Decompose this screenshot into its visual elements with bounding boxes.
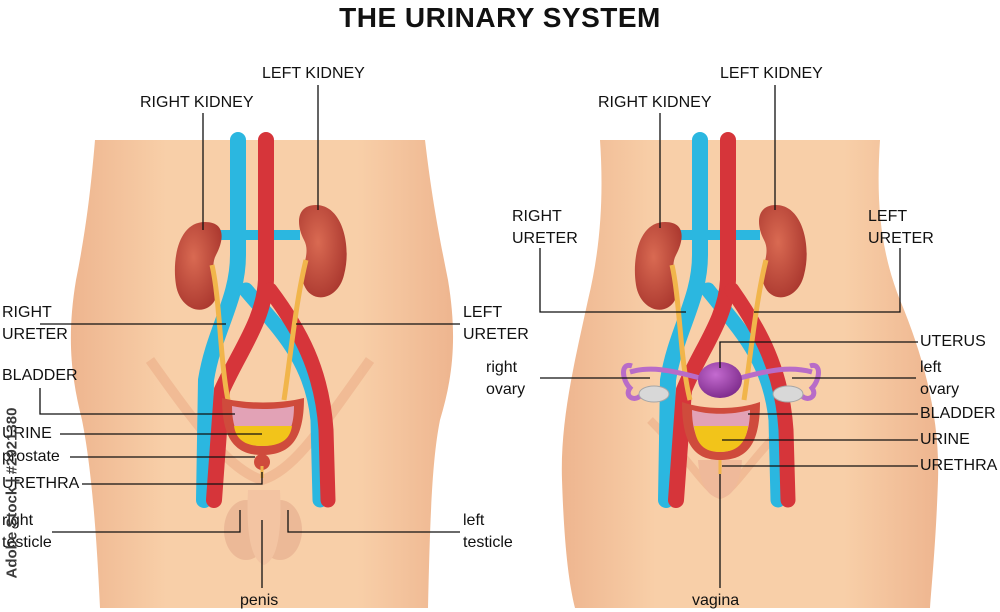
label-f-bladder: BLADDER bbox=[920, 405, 996, 422]
female-left-ovary bbox=[772, 385, 804, 403]
label-m-left-testicle: left testicle bbox=[463, 510, 513, 554]
female-right-ovary bbox=[638, 385, 670, 403]
label-f-right-kidney: RIGHT KIDNEY bbox=[598, 94, 712, 111]
leader-m-urethra bbox=[82, 472, 263, 485]
label-f-left-ovary: left ovary bbox=[920, 357, 959, 401]
leader-m-bladder bbox=[39, 388, 235, 415]
male-left-ureter bbox=[281, 259, 309, 401]
male-penis bbox=[247, 490, 281, 565]
label-f-left-ureter: LEFT URETER bbox=[868, 206, 934, 250]
female-right-ureter bbox=[669, 264, 693, 401]
female-uterus bbox=[698, 362, 742, 398]
female-left-fallopian-tube bbox=[739, 366, 813, 381]
female-right-kidney bbox=[634, 222, 682, 310]
leader-f-left-ureter bbox=[754, 248, 901, 313]
label-m-urethra: URETHRA bbox=[2, 475, 80, 492]
label-f-left-ureter-line1: LEFT bbox=[868, 208, 908, 225]
male-artery-left-branch bbox=[262, 282, 336, 508]
label-m-left-testicle-line2: testicle bbox=[463, 534, 513, 551]
label-m-right-testicle-line1: right bbox=[2, 512, 34, 529]
label-m-left-ureter-line2: URETER bbox=[463, 326, 529, 343]
leader-m-left-testicle bbox=[287, 510, 460, 533]
female-left-kidney bbox=[759, 205, 807, 298]
label-f-vagina: vagina bbox=[692, 592, 740, 609]
male-right-kidney bbox=[174, 222, 222, 310]
label-m-right-ureter-line2: URETER bbox=[2, 326, 68, 343]
leader-f-right-ureter bbox=[539, 248, 686, 313]
label-f-urethra: URETHRA bbox=[920, 457, 998, 474]
label-m-bladder: BLADDER bbox=[2, 367, 78, 384]
label-f-right-ovary-line1: right bbox=[486, 359, 518, 376]
label-f-left-ovary-line2: ovary bbox=[920, 381, 960, 398]
label-m-prostate: prostate bbox=[2, 448, 60, 465]
male-prostate bbox=[254, 454, 270, 470]
male-left-kidney bbox=[299, 205, 347, 298]
label-m-left-kidney: LEFT KIDNEY bbox=[262, 65, 365, 82]
label-m-urine: URINE bbox=[2, 425, 52, 442]
male-vena-cava bbox=[196, 132, 246, 508]
female-left-fimbriae bbox=[800, 362, 821, 401]
label-f-left-kidney: LEFT KIDNEY bbox=[720, 65, 823, 82]
label-f-left-ovary-line1: left bbox=[920, 359, 942, 376]
label-m-right-kidney: RIGHT KIDNEY bbox=[140, 94, 254, 111]
label-m-left-testicle-line1: left bbox=[463, 512, 485, 529]
leader-f-uterus bbox=[719, 341, 918, 368]
label-f-left-ureter-line2: URETER bbox=[868, 230, 934, 247]
female-right-fallopian-tube bbox=[629, 366, 701, 381]
label-m-right-ureter: RIGHT URETER bbox=[2, 302, 68, 346]
label-f-right-ureter-line2: URETER bbox=[512, 230, 578, 247]
label-m-right-ureter-line1: RIGHT bbox=[2, 304, 52, 321]
label-f-urine: URINE bbox=[920, 431, 970, 448]
label-f-right-ureter-line1: RIGHT bbox=[512, 208, 562, 225]
label-m-left-ureter-line1: LEFT bbox=[463, 304, 503, 321]
label-f-uterus: UTERUS bbox=[920, 333, 986, 350]
label-f-right-ureter: RIGHT URETER bbox=[512, 206, 578, 250]
label-f-right-ovary: right ovary bbox=[486, 357, 525, 401]
male-urine bbox=[234, 426, 292, 446]
female-urine bbox=[694, 426, 748, 452]
label-f-right-ovary-line2: ovary bbox=[486, 381, 526, 398]
female-torso bbox=[561, 132, 939, 608]
label-m-penis: penis bbox=[240, 592, 279, 609]
leader-m-right-testicle bbox=[52, 510, 241, 533]
leader-lines bbox=[39, 85, 918, 588]
label-m-right-testicle-line2: testicle bbox=[2, 534, 52, 551]
female-artery-left-branch bbox=[724, 282, 796, 508]
page-title: THE URINARY SYSTEM bbox=[339, 2, 661, 33]
label-m-left-ureter: LEFT URETER bbox=[463, 302, 529, 346]
stock-watermark-id: Adobe Stock | #2921380 bbox=[3, 407, 21, 579]
male-right-ureter bbox=[209, 264, 231, 401]
female-right-fimbriae bbox=[621, 362, 642, 401]
female-left-ureter bbox=[741, 259, 769, 401]
label-m-right-testicle: right testicle bbox=[2, 510, 52, 554]
male-body-silhouette bbox=[70, 140, 454, 608]
